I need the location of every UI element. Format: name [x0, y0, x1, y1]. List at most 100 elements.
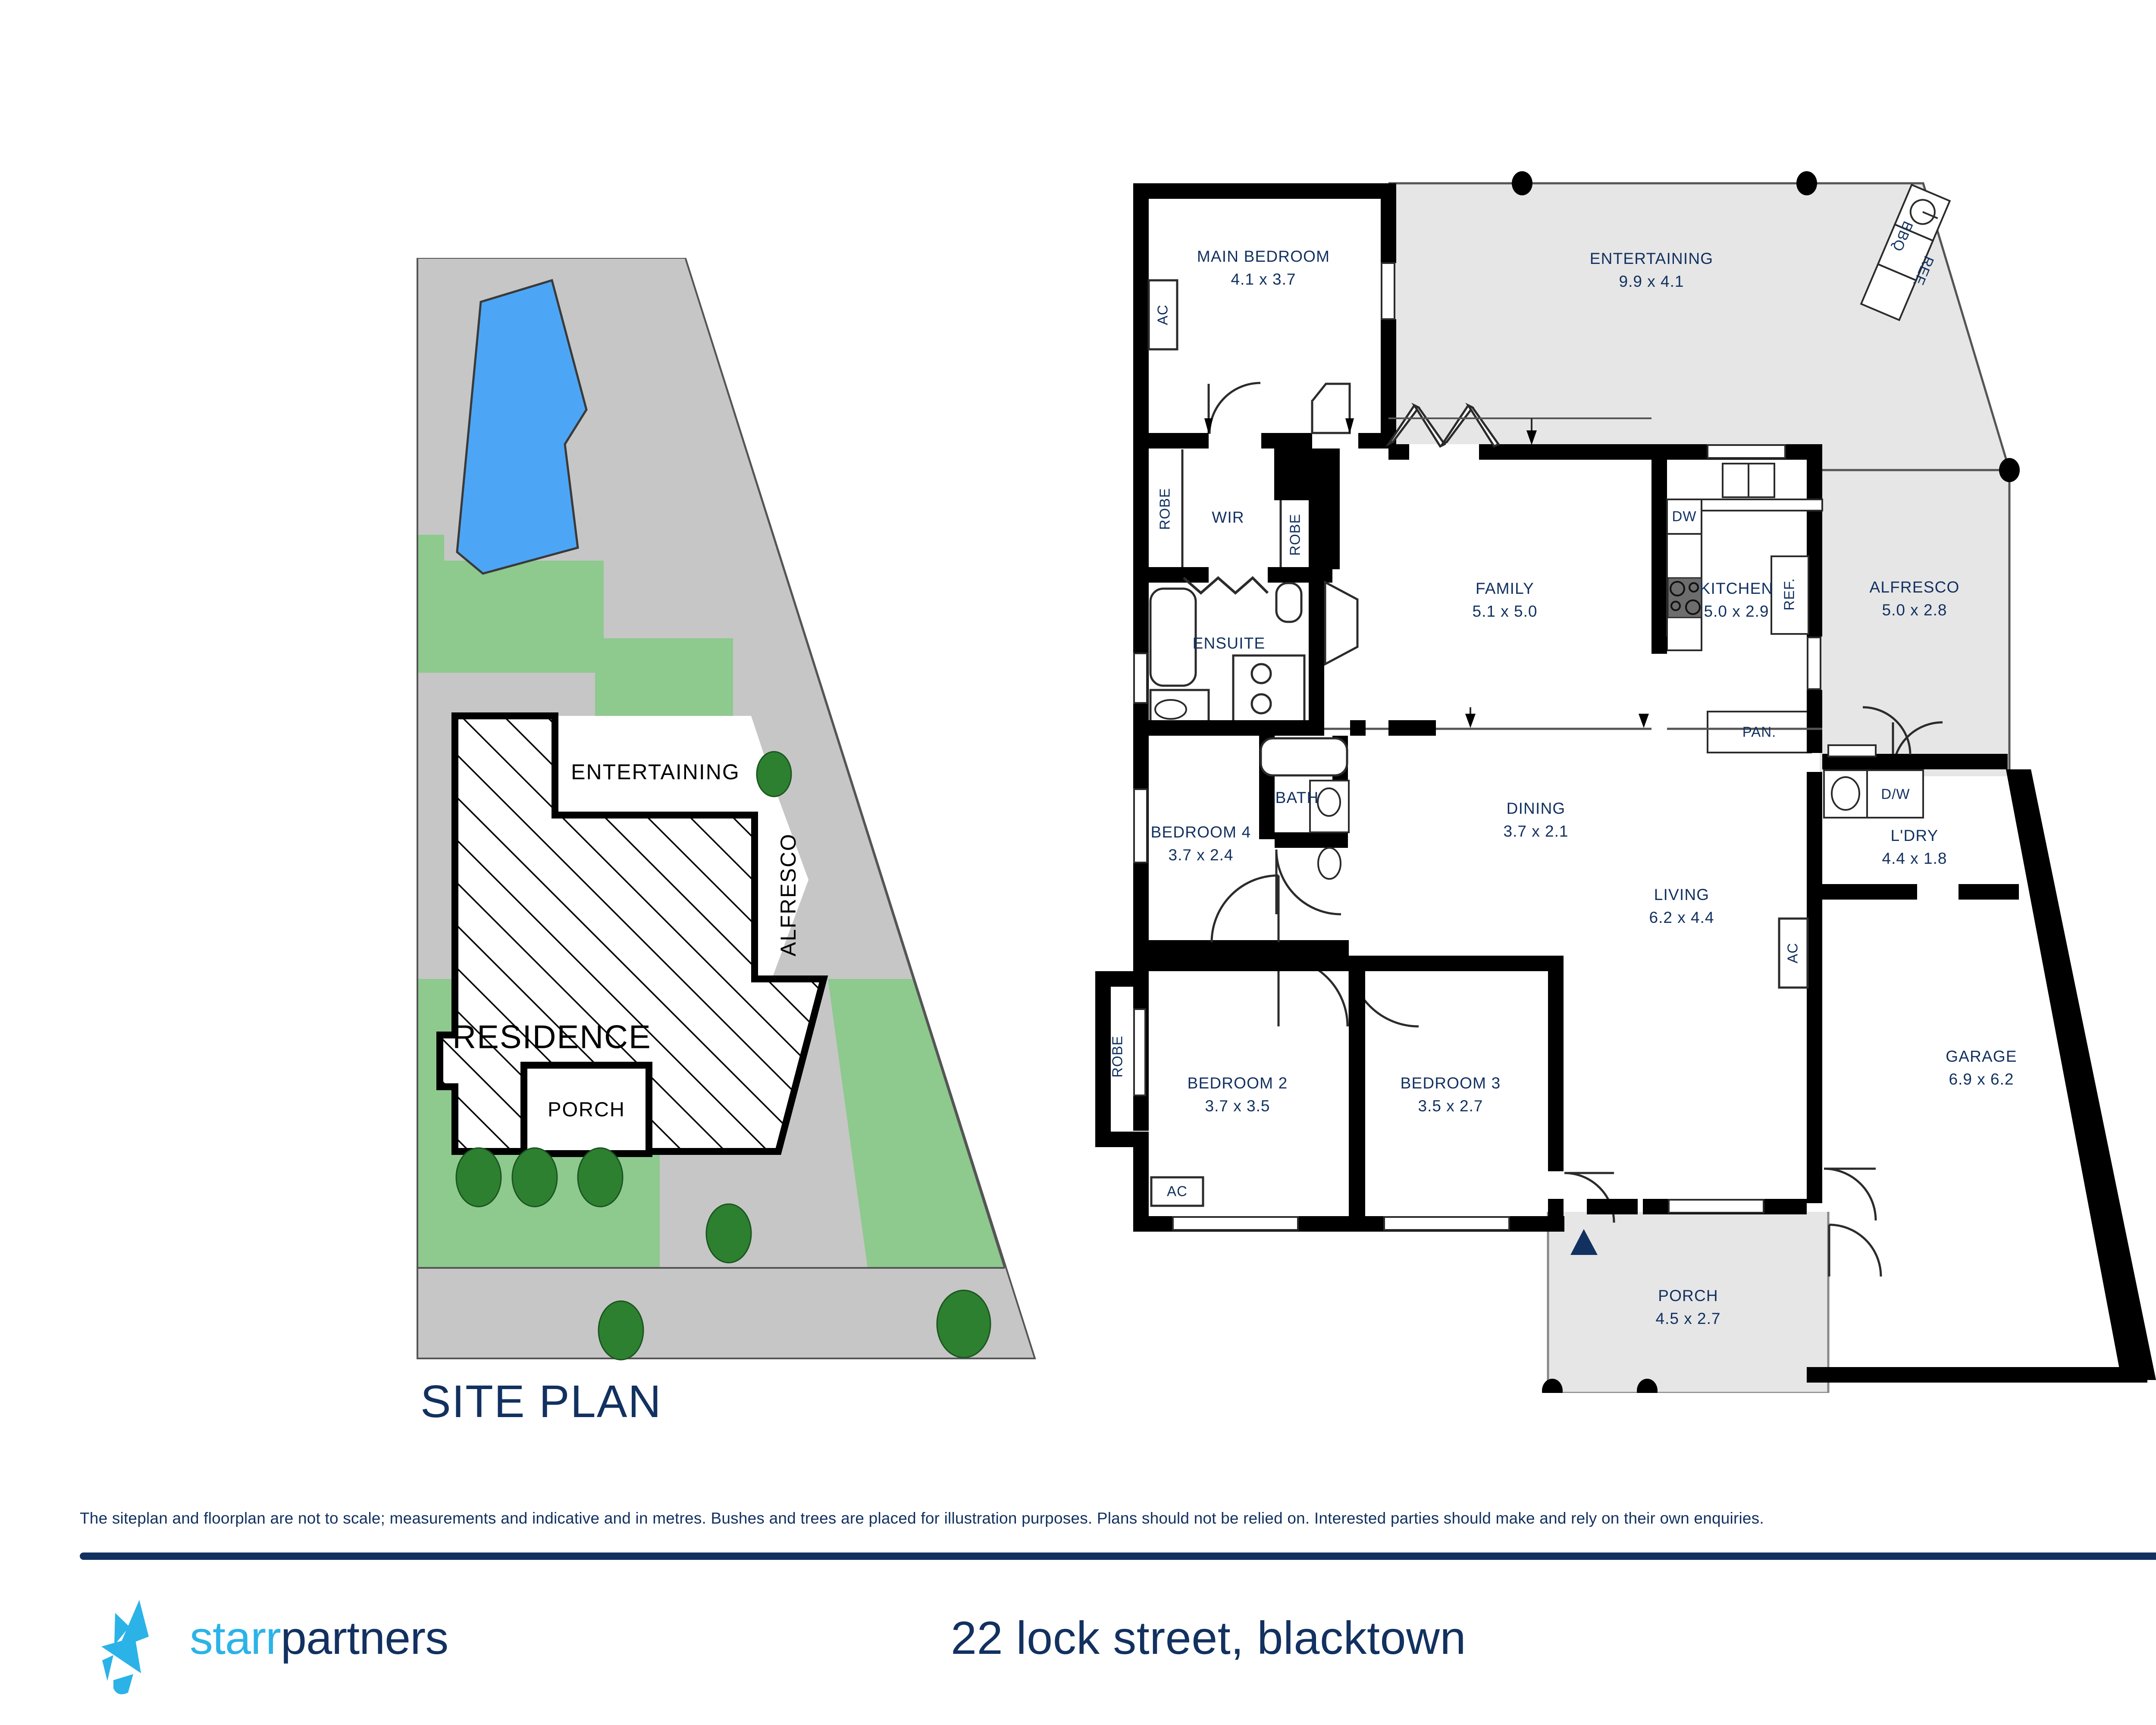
- door-arc-ldry: [1862, 706, 1912, 755]
- bbq-unit: [1860, 183, 1951, 321]
- room-dim-garage: 6.9 x 6.2: [1949, 1070, 2014, 1088]
- site-plan: ENTERTAINING RESIDENCE ALFRESCO PORCH: [0, 0, 1078, 1466]
- window-kitchen: [1707, 444, 1786, 459]
- brand-part-partners: partners: [281, 1612, 448, 1664]
- room-dim-porch: 4.5 x 2.7: [1655, 1310, 1721, 1328]
- entry-arrow-icon: [1570, 1229, 1598, 1255]
- wall-ensuite-right: [1309, 500, 1324, 720]
- room-dim-dining: 3.7 x 2.1: [1503, 822, 1569, 841]
- site-label-porch: PORCH: [548, 1098, 625, 1121]
- wir-hanging-rail: [1183, 576, 1269, 595]
- wall-bed2-top: [1133, 956, 1349, 971]
- laundry-sink: [1831, 776, 1860, 811]
- room-label-wir: WIR: [1212, 508, 1244, 527]
- starr-logo-icon: [101, 1600, 149, 1694]
- wall-robe-bed2-top: [1095, 971, 1149, 987]
- room-label-main-bedroom: MAIN BEDROOM: [1197, 248, 1330, 266]
- wall-ldry-bottom-l: [1822, 884, 1917, 900]
- grass-band: [417, 621, 604, 673]
- window-ensuite: [1133, 652, 1148, 704]
- wall-mainbed-right: [1381, 183, 1396, 263]
- window-bed4: [1133, 788, 1148, 863]
- corner-dot: [1512, 171, 1532, 195]
- site-plan-svg: [417, 258, 1036, 1361]
- footer-divider: [80, 1552, 2156, 1560]
- site-label-residence: RESIDENCE: [452, 1019, 652, 1056]
- tree-icon: [705, 1203, 752, 1264]
- room-dim-kitchen: 5.0 x 2.9: [1704, 602, 1769, 621]
- fixture-label-robe-right: ROBE: [1287, 514, 1303, 556]
- wall-bed3-right-lower: [1548, 1199, 1564, 1232]
- wall-wir-blockA: [1274, 448, 1309, 500]
- wall-wir-vert: [1133, 448, 1149, 582]
- tree-icon: [756, 751, 792, 797]
- swimming-pool: [456, 279, 588, 575]
- site-plan-title: SITE PLAN: [420, 1376, 662, 1427]
- room-dim-bedroom-3: 3.5 x 2.7: [1418, 1097, 1483, 1115]
- room-label-bedroom-3: BEDROOM 3: [1400, 1074, 1501, 1092]
- wall-mainbed-bottom-r: [1261, 433, 1312, 448]
- lot-side-edge: [685, 258, 1006, 1268]
- fixture-label-ac-bed2: AC: [1167, 1183, 1188, 1199]
- room-dim-living: 6.2 x 4.4: [1649, 909, 1714, 927]
- wall-kitchen-left: [1651, 444, 1667, 638]
- porch-floor: [1548, 1212, 1828, 1393]
- room-dim-family: 5.1 x 5.0: [1472, 602, 1538, 621]
- door-arc-bath: [1275, 849, 1341, 916]
- window-ldry-top: [1827, 744, 1877, 757]
- wall-bed3-right: [1548, 956, 1564, 1171]
- ac-box-living: [1778, 917, 1809, 989]
- ref-kitchen-box: [1771, 555, 1809, 635]
- floor-plan-svg: [1095, 171, 2156, 1403]
- room-label-entertaining: ENTERTAINING: [1589, 250, 1714, 268]
- tree-icon: [455, 1147, 502, 1208]
- door-arc-mainbed: [1208, 382, 1261, 434]
- bathtub-bath: [1260, 737, 1348, 777]
- wall-family-top: [1388, 444, 1409, 460]
- wall-kitchen-right-lower: [1807, 690, 1822, 753]
- room-label-bedroom-4: BEDROOM 4: [1150, 823, 1251, 841]
- room-label-family: FAMILY: [1475, 580, 1535, 598]
- room-label-living: LIVING: [1654, 886, 1710, 904]
- door-arc-garage: [1824, 1167, 1877, 1221]
- toilet-ensuite: [1275, 582, 1303, 623]
- wall-mainbed-top: [1133, 183, 1396, 199]
- site-label-alfresco: ALFRESCO: [776, 833, 800, 957]
- wall-bath-bottom2: [1290, 832, 1348, 848]
- window-bed2-robe: [1133, 1008, 1146, 1096]
- wall-living-right: [1807, 772, 1822, 1203]
- brand-wordmark: starrpartners: [190, 1611, 448, 1665]
- wall-ldry-bottom-r: [1959, 884, 2019, 900]
- floor-plan: MAIN BEDROOM 4.1 x 3.7 ENTERTAINING 9.9 …: [1091, 142, 2156, 1403]
- fixture-label-robe-left: ROBE: [1156, 488, 1173, 530]
- room-label-ensuite: ENSUITE: [1192, 634, 1266, 652]
- wall-dining-nib: [1350, 720, 1366, 736]
- property-address: 22 lock street, blacktown: [951, 1612, 1467, 1664]
- site-label-entertaining: ENTERTAINING: [571, 760, 740, 784]
- wall-bed3-top: [1365, 956, 1564, 971]
- entertaining-floor: [1388, 183, 2009, 470]
- grass-rear-left: [417, 535, 522, 621]
- tree-icon: [598, 1300, 644, 1361]
- wall-mainbed-right-2: [1381, 319, 1396, 448]
- room-dim-bedroom-4: 3.7 x 2.4: [1168, 846, 1234, 864]
- room-dim-entertaining: 9.9 x 4.1: [1619, 273, 1684, 291]
- window-bed2-bottom: [1172, 1216, 1299, 1231]
- room-label-bedroom-2: BEDROOM 2: [1187, 1074, 1288, 1092]
- corner-dot: [1796, 171, 1817, 195]
- window-bed3-bottom: [1383, 1216, 1510, 1231]
- door-arc-porch: [1829, 1223, 1882, 1277]
- wall-family-left: [1324, 448, 1340, 569]
- wall-dining-nib2: [1388, 720, 1436, 736]
- wall-entry-nib: [1587, 1199, 1638, 1214]
- toilet-bath: [1317, 847, 1341, 880]
- alfresco-floor: [1820, 470, 2009, 772]
- wall-wir-right: [1309, 448, 1324, 500]
- tree-icon: [511, 1147, 558, 1208]
- fixture-label-ac-main: AC: [1154, 304, 1171, 325]
- ac-box-mainbed: [1147, 279, 1178, 351]
- vanity-ensuite: [1232, 654, 1306, 726]
- wall-garage-right: [2006, 769, 2156, 1380]
- wall-ensuite-bottom: [1133, 720, 1324, 736]
- room-label-porch: PORCH: [1658, 1287, 1718, 1305]
